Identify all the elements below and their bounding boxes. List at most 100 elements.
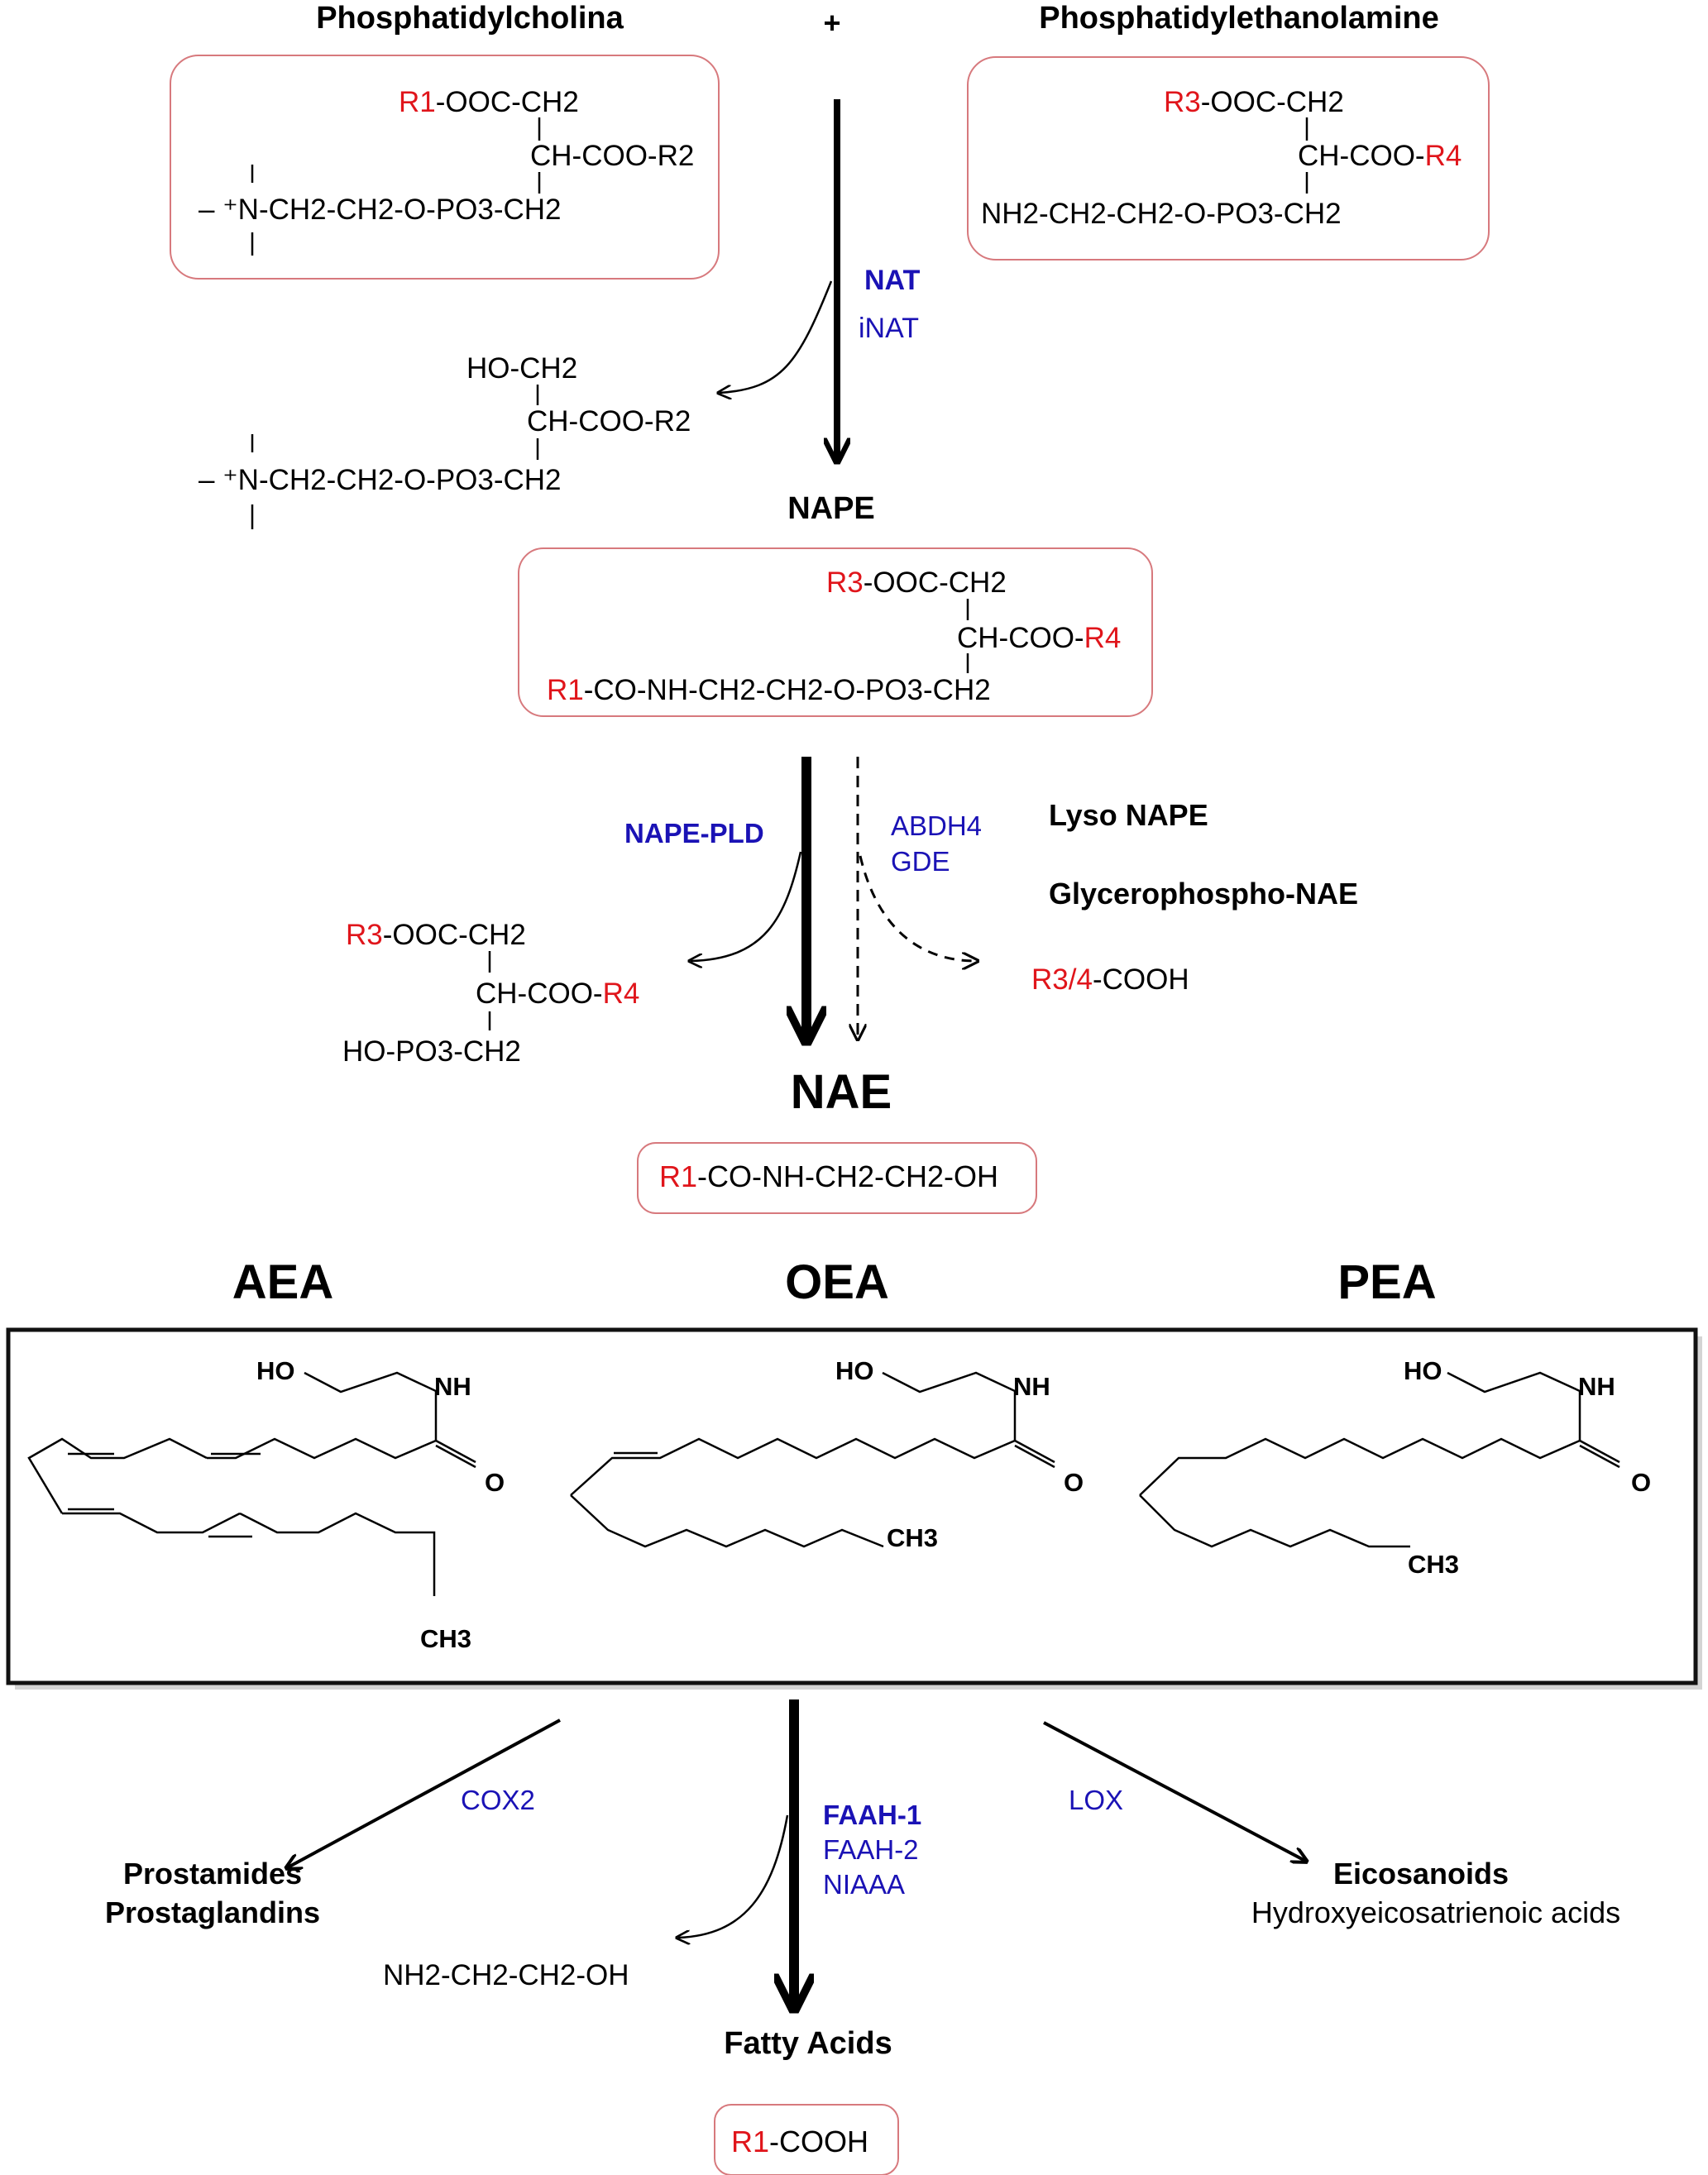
pe-line2: CH-COO- [1298,140,1425,172]
pc-structure: R1-OOC-CH2 CH-COO-R2 – ⁺N-CH2-CH2-O-PO3-… [170,55,720,280]
lyso-pc-line1: HO-CH2 [466,352,577,385]
pe-title: Phosphatidylethanolamine [1039,1,1439,36]
pc-box [170,55,720,280]
pa-line1: -OOC-CH2 [383,919,526,951]
pe-r4: R4 [1425,140,1462,172]
oea-nh: NH [1013,1372,1050,1401]
oea-title: OEA [785,1255,889,1309]
nae-r1: R1 [659,1159,697,1193]
pea-nh: NH [1578,1372,1615,1401]
oea-ch3: CH3 [887,1523,938,1552]
nape-line3: -CO-NH-CH2-CH2-O-PO3-CH2 [584,674,991,706]
pc-title: Phosphatidylcholina [316,1,624,36]
nat-label: NAT [864,265,921,296]
cox2-label: COX2 [461,1785,535,1815]
svg-text:R3-OOC-CH2: R3-OOC-CH2 [1164,86,1344,118]
svg-text:CH-COO-R4: CH-COO-R4 [1298,140,1462,172]
aea-ch3: CH3 [420,1624,471,1653]
oea-structure [570,1371,1055,1548]
nape-title: NAPE [787,491,875,526]
pc-line1: -OOC-CH2 [436,86,579,118]
aea-nh: NH [434,1372,471,1401]
nat-side-arrow [720,280,833,393]
nae-box [637,1142,1037,1214]
svg-text:R1-OOC-CH2: R1-OOC-CH2 [399,86,579,118]
lox-arrow [1043,1721,1305,1861]
fa-box [714,2104,899,2175]
nape-pld-side-arrow [691,851,802,961]
nape-r4: R4 [1084,622,1122,654]
fa-formula: R1-COOH [731,2125,868,2158]
pe-box [967,56,1490,261]
svg-text:CH-COO-R4: CH-COO-R4 [476,978,639,1010]
fa34-line1: -COOH [1093,963,1189,996]
pa-line2: CH-COO- [476,978,603,1010]
aea-ho: HO [256,1356,295,1385]
plus-sign: + [823,6,840,40]
pa-r3: R3 [346,919,383,951]
pc-line3: – ⁺N-CH2-CH2-O-PO3-CH2 [199,194,562,226]
fa-r1: R1 [731,2125,769,2158]
oea-ch3-label: CH3 [887,1523,938,1552]
nape-r3: R3 [826,566,864,599]
oea-o: O [1064,1468,1084,1497]
fa34-r34: R3/4 [1031,963,1093,996]
faah-side-arrow [678,1814,789,1938]
abdh4-side-arrow [859,855,976,961]
gp-nae-label: Glycerophospho-NAE [1049,877,1358,911]
fa-line1: -COOH [769,2125,868,2158]
faah1-label: FAAH-1 [823,1800,921,1830]
nae-title: NAE [791,1065,892,1119]
lyso-pc-line3: – ⁺N-CH2-CH2-O-PO3-CH2 [199,464,562,496]
nape-line2: CH-COO- [957,622,1084,654]
niaaa-label: NIAAA [823,1869,905,1900]
nape-r1: R1 [547,674,584,706]
aea-title: AEA [232,1255,333,1309]
prostamides-label: Prostamides [123,1857,302,1891]
pa-line3: HO-PO3-CH2 [342,1035,521,1068]
pea-o: O [1631,1468,1651,1497]
gde-label: GDE [891,846,950,877]
nape-box [518,547,1153,717]
svg-text:R1-CO-NH-CH2-CH2-O-PO3-CH2: R1-CO-NH-CH2-CH2-O-PO3-CH2 [547,674,991,706]
aea-ch3-label: CH3 [420,1624,471,1653]
pea-ch3-label: CH3 [1408,1550,1459,1579]
eicosanoids-label: Eicosanoids [1333,1857,1509,1891]
nape-pld-label: NAPE-PLD [624,818,764,848]
nae-formula: R1-CO-NH-CH2-CH2-OH [659,1159,998,1193]
hydroxy-label: Hydroxyeicosatrienoic acids [1251,1895,1620,1929]
fatty-acids-label: Fatty Acids [724,2026,892,2061]
pea-ch3: CH3 [1408,1550,1459,1579]
nape-structure: R3-OOC-CH2 CH-COO-R4 R1-CO-NH-CH2-CH2-O-… [518,547,1153,717]
abdh4-label: ABDH4 [891,810,982,841]
svg-text:CH-COO-R4: CH-COO-R4 [957,622,1121,654]
aea-structure [27,1371,476,1596]
structures-box [6,1327,1698,1685]
pea-ho: HO [1404,1356,1442,1385]
ethanolamine-formula: NH2-CH2-CH2-OH [383,1959,629,1991]
nape-line1: -OOC-CH2 [864,566,1007,599]
pe-line3: NH2-CH2-CH2-O-PO3-CH2 [981,198,1342,230]
aea-o: O [485,1468,505,1497]
pea-structure [1139,1371,1620,1548]
pc-r1: R1 [399,86,436,118]
svg-text:R3-OOC-CH2: R3-OOC-CH2 [826,566,1007,599]
pe-r3: R3 [1164,86,1201,118]
fa34-formula: R3/4-COOH [1031,963,1189,996]
pc-line2: CH-COO-R2 [530,140,694,172]
pe-structure: R3-OOC-CH2 CH-COO-R4 NH2-CH2-CH2-O-PO3-C… [967,56,1490,261]
svg-text:R3-OOC-CH2: R3-OOC-CH2 [346,919,526,951]
lyso-pc-line2: CH-COO-R2 [527,405,691,437]
prostaglandins-label: Prostaglandins [105,1895,320,1929]
lox-label: LOX [1069,1785,1123,1815]
faah2-label: FAAH-2 [823,1834,919,1865]
oea-ho: HO [835,1356,874,1385]
pa-structure: R3-OOC-CH2 CH-COO-R4 HO-PO3-CH2 [342,919,639,1068]
pa-r4: R4 [603,978,640,1010]
pea-title: PEA [1337,1255,1436,1309]
cox2-arrow [288,1718,561,1867]
lyso-nape-label: Lyso NAPE [1049,798,1208,832]
lyso-pc-structure: HO-CH2 CH-COO-R2 – ⁺N-CH2-CH2-O-PO3-CH2 [199,352,691,529]
nae-line1: -CO-NH-CH2-CH2-OH [697,1159,998,1193]
